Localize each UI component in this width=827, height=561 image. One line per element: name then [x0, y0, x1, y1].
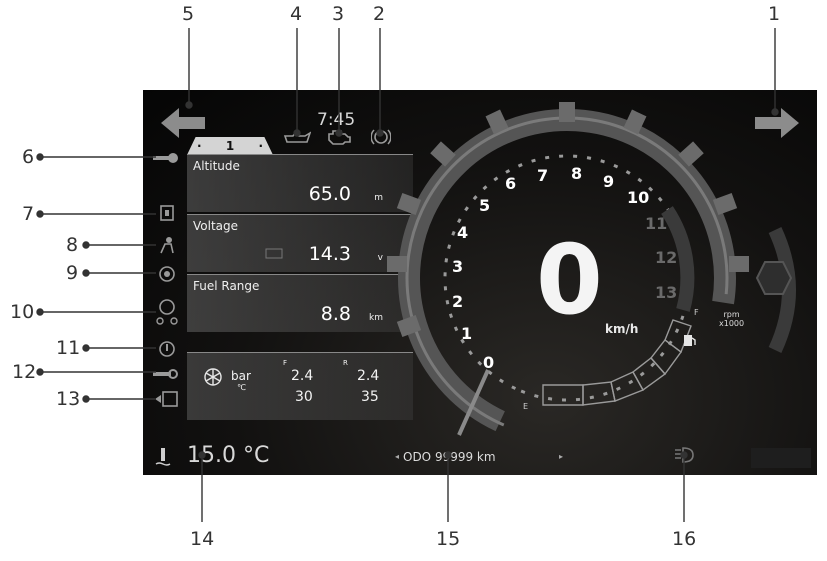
callout-9: 9: [66, 262, 79, 284]
rider-icon: [160, 237, 174, 254]
rpm-label-3: 3: [452, 257, 464, 276]
front-label: F: [283, 359, 288, 367]
voltage-label: Voltage: [193, 219, 239, 233]
pressure-unit: bar: [231, 369, 251, 383]
dashboard-screen: 7:45: [143, 90, 817, 475]
callout-16: 16: [672, 528, 697, 550]
speed-value: 0: [536, 224, 603, 336]
traction-control-icon: [159, 266, 175, 282]
key-icon: [153, 153, 178, 163]
voltage-value: 14.3: [308, 243, 351, 265]
headlight-icon: [675, 447, 694, 463]
callout-10: 10: [10, 301, 35, 323]
callout-12: 12: [12, 361, 37, 383]
rpm-label-6: 6: [505, 174, 517, 193]
tab-next-dot: ·: [258, 139, 263, 153]
callout-2: 2: [373, 3, 386, 25]
callout-13: 13: [56, 388, 81, 410]
rpm-label-10: 10: [627, 188, 650, 207]
speed-unit: km/h: [605, 322, 639, 336]
tire-info-box: bar ℃ F R 2.4 2.4 30 35: [187, 352, 413, 420]
rear-pressure: 2.4: [357, 368, 380, 384]
battery-icon: [160, 205, 174, 221]
snowflake-icon: [204, 368, 222, 386]
rpm-unit: rpm x1000: [719, 310, 744, 328]
rpm-label-2: 2: [452, 292, 464, 311]
temp-unit: ℃: [237, 383, 246, 392]
wrench-icon: [153, 369, 178, 379]
rpm-label-12: 12: [655, 248, 678, 267]
fuel-empty-label: E: [523, 402, 529, 411]
thermometer-icon: [155, 448, 171, 466]
altitude-row: Altitude 65.0 m: [187, 154, 413, 212]
fuel-full-label: F: [694, 308, 699, 317]
rear-label: R: [343, 359, 348, 367]
immobilizer-icon: [155, 391, 178, 407]
bottom-right-panel: [751, 448, 811, 468]
clock: 7:45: [317, 110, 356, 130]
fuel-range-row: Fuel Range 8.8 km: [187, 274, 413, 332]
callout-14: 14: [190, 528, 215, 550]
rpm-label-4: 4: [457, 223, 469, 242]
rpm-label-1: 1: [461, 324, 473, 343]
rpm-label-8: 8: [571, 164, 583, 183]
odometer: ODO 99999 km: [403, 450, 496, 464]
callout-4: 4: [290, 3, 303, 25]
rpm-label-11: 11: [645, 214, 668, 233]
left-arrow-icon: [161, 108, 205, 138]
altitude-value: 65.0: [308, 183, 351, 205]
rpm-label-13: 13: [655, 283, 678, 302]
callout-6: 6: [22, 146, 35, 168]
odo-next-arrow[interactable]: ▸: [559, 452, 564, 461]
fuel-range-unit: km: [369, 313, 383, 323]
callout-3: 3: [332, 3, 345, 25]
altitude-unit: m: [374, 193, 383, 203]
rpm-label-5: 5: [479, 196, 491, 215]
rpm-label-0: 0: [483, 353, 495, 372]
odo-prev-arrow[interactable]: ◂: [395, 452, 400, 461]
rpm-unit-line2: x1000: [719, 319, 745, 328]
voltage-unit: v: [377, 253, 383, 263]
callout-11: 11: [56, 337, 81, 359]
fuel-range-label: Fuel Range: [193, 279, 260, 293]
callout-5: 5: [182, 3, 195, 25]
callout-1: 1: [768, 3, 781, 25]
front-temp: 30: [295, 389, 313, 405]
callout-8: 8: [66, 234, 79, 256]
tab-prev-dot: ·: [197, 139, 202, 153]
rear-temp: 35: [361, 389, 379, 405]
panel-page-number: 1: [225, 139, 235, 153]
battery-small-icon: [265, 248, 283, 259]
callout-15: 15: [436, 528, 461, 550]
engine-icon: [328, 130, 351, 145]
altitude-label: Altitude: [193, 159, 240, 173]
rpm-label-9: 9: [603, 172, 615, 191]
abs-icon: [156, 299, 178, 325]
tire-pressure-icon: [159, 341, 175, 357]
panel-page-tab[interactable]: · 1 ·: [187, 137, 273, 155]
rpm-unit-line1: rpm: [723, 310, 740, 319]
rpm-label-7: 7: [537, 166, 549, 185]
voltage-row: Voltage 14.3 v: [187, 214, 413, 272]
fuel-pump-icon: [684, 335, 696, 346]
tachometer-gauge: [387, 102, 796, 447]
callout-7: 7: [22, 203, 35, 225]
fuel-range-value: 8.8: [320, 303, 351, 325]
info-panel: · 1 · Altitude 65.0 m Voltage 14.3 v Fue…: [187, 137, 413, 420]
ambient-temperature: 15.0 °C: [187, 443, 270, 468]
right-arrow-icon: [755, 108, 799, 138]
front-pressure: 2.4: [291, 368, 314, 384]
